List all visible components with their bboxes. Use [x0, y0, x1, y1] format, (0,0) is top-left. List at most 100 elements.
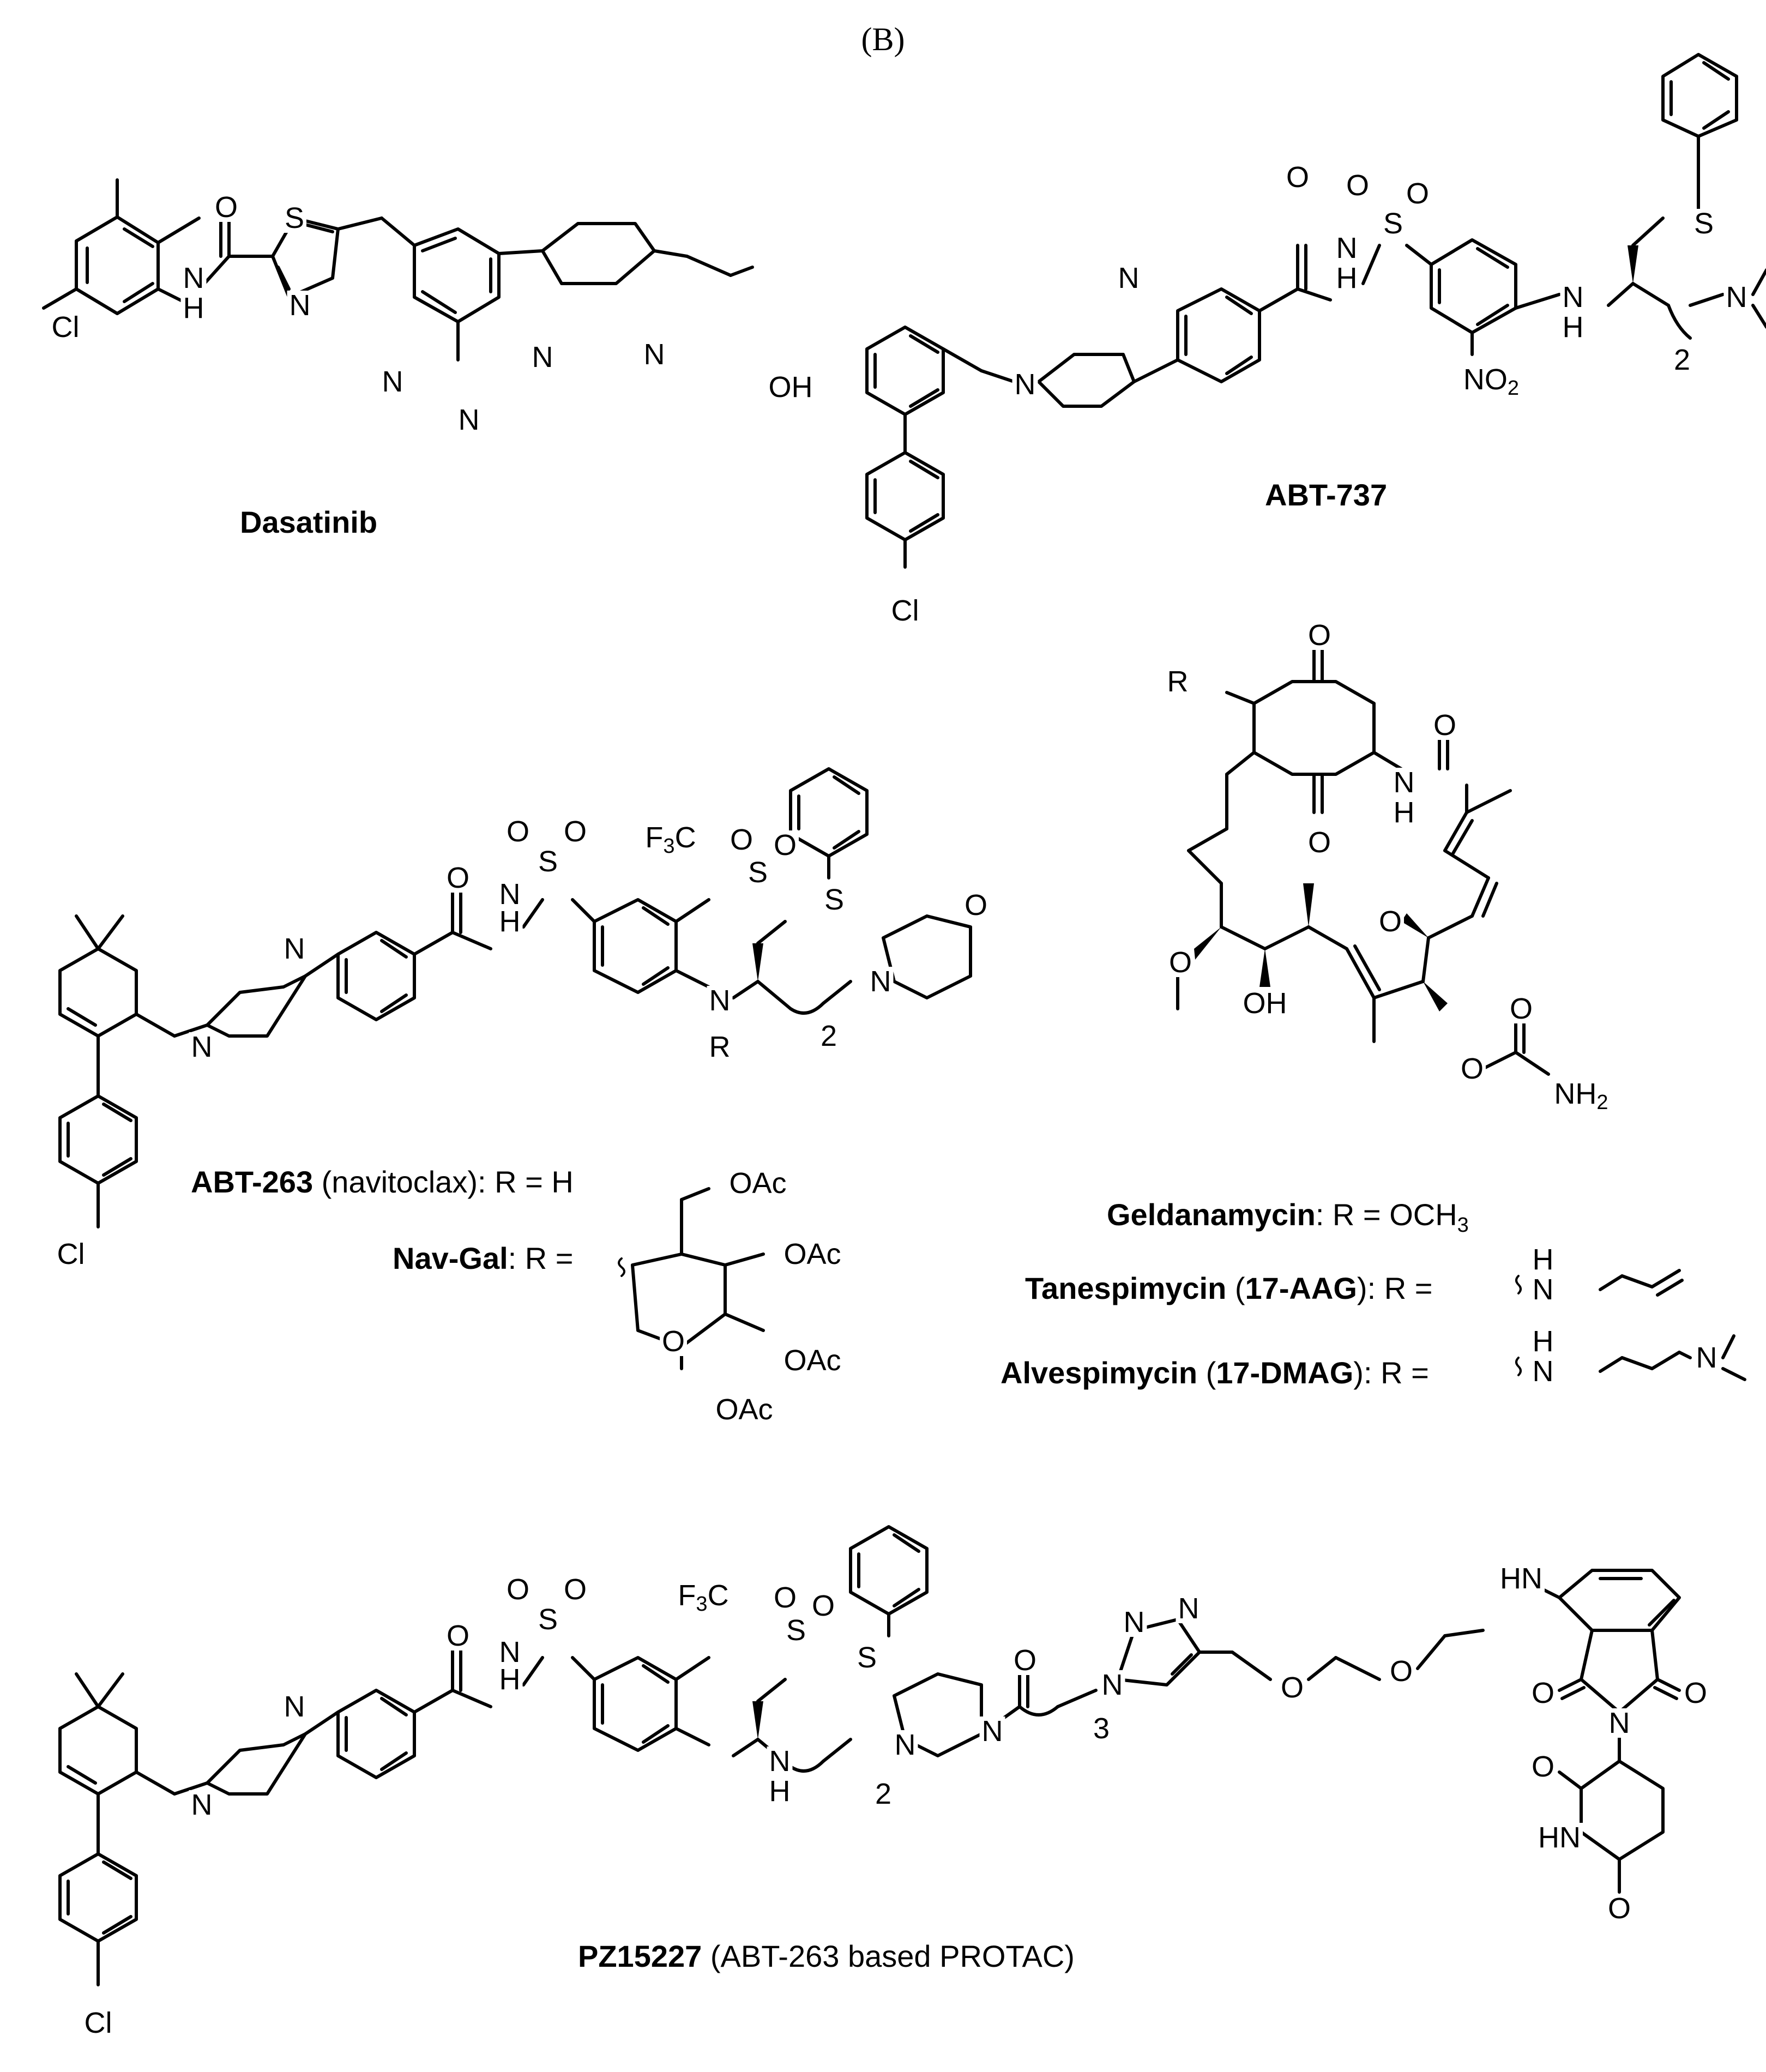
- atom-label: HN: [1498, 1564, 1545, 1593]
- abt-737-structure: [865, 53, 1766, 569]
- atom-label: N: [1012, 370, 1038, 399]
- atom-label: N: [379, 367, 406, 396]
- atom-label: S: [783, 1616, 809, 1645]
- atom-label: N: [1693, 1343, 1720, 1372]
- atom-label: N: [1530, 1275, 1556, 1304]
- atom-label: O: [1166, 948, 1195, 977]
- atom-label: N: [1176, 1594, 1202, 1623]
- caption-text: (: [1226, 1271, 1245, 1305]
- atom-label: N: [281, 934, 308, 963]
- atom-label: O: [1681, 1678, 1710, 1708]
- atom-label: O: [1305, 828, 1334, 857]
- atom-label: OAc: [727, 1168, 789, 1198]
- atom-label: N: [1530, 1357, 1556, 1386]
- atom-label: N: [189, 1790, 215, 1820]
- atom-label: O: [212, 192, 240, 222]
- abt-737-caption: ABT-737: [1265, 480, 1387, 510]
- atom-label: OAc: [781, 1346, 843, 1375]
- atom-label: O: [1431, 710, 1459, 740]
- atom-label: N: [979, 1716, 1005, 1746]
- atom-label: O: [504, 817, 532, 846]
- atom-label: H: [497, 907, 523, 936]
- atom-label: H: [1560, 312, 1586, 342]
- atom-subscript: 3: [696, 1593, 708, 1616]
- atom-text: NO: [1463, 363, 1508, 396]
- atom-label: O: [771, 1583, 799, 1612]
- atom-label: N: [892, 1730, 918, 1760]
- atom-label: O: [1011, 1646, 1039, 1675]
- abt-263-structure: [58, 767, 972, 1228]
- atom-label: S: [745, 858, 770, 887]
- abt-263-caption: ABT-263 (navitoclax): R = H: [191, 1167, 574, 1197]
- atom-subscript: 2: [872, 1779, 894, 1809]
- atom-label: O: [1283, 162, 1312, 192]
- tanespimycin-substituent: [1515, 1269, 1684, 1297]
- pz15227-caption: PZ15227 (ABT-263 based PROTAC): [578, 1941, 1075, 1972]
- nav-gal-caption: Nav-Gal: R =: [393, 1243, 573, 1274]
- caption-text: (navitoclax): R = H: [313, 1165, 574, 1199]
- geldanamycin-structure: [1176, 642, 1550, 1076]
- atom-label: N: [1560, 282, 1586, 312]
- atom-label: N: [1723, 282, 1750, 312]
- atom-label: O: [1376, 907, 1405, 936]
- atom-label: N: [287, 291, 313, 320]
- atom-subscript: 2: [818, 1021, 840, 1051]
- atom-label: N: [1391, 768, 1417, 797]
- atom-label: NH2: [1552, 1079, 1611, 1114]
- atom-label: Cl: [55, 1239, 87, 1269]
- atom-text: C: [674, 821, 696, 854]
- compound-name: ABT-737: [1265, 478, 1388, 512]
- atom-label: N: [707, 986, 733, 1015]
- dasatinib-caption: Dasatinib: [240, 507, 377, 538]
- atom-label: R: [707, 1032, 733, 1062]
- atom-label: O: [1278, 1673, 1306, 1702]
- caption-text: ): R =: [1353, 1356, 1429, 1390]
- atom-label: Cl: [49, 312, 82, 342]
- atom-label: F3C: [643, 823, 698, 857]
- atom-label: H: [1530, 1245, 1556, 1274]
- atom-label: F3C: [676, 1581, 731, 1615]
- atom-subscript: 2: [1596, 1091, 1608, 1114]
- caption-text: (: [1197, 1356, 1216, 1390]
- compound-name: Alvespimycin: [1000, 1356, 1198, 1390]
- atom-label: O: [504, 1575, 532, 1604]
- atom-label: O: [444, 863, 472, 893]
- atom-label: Cl: [82, 2008, 114, 2038]
- atom-label: O: [1403, 179, 1432, 208]
- atom-label: S: [1381, 209, 1406, 238]
- caption-subscript: 3: [1457, 1214, 1469, 1237]
- dasatinib-structure: [42, 178, 754, 362]
- caption-text: ): R =: [1357, 1271, 1433, 1305]
- atom-label: N: [1116, 263, 1142, 293]
- atom-label: N: [456, 405, 482, 435]
- atom-label: S: [282, 203, 307, 233]
- atom-label: O: [1529, 1678, 1557, 1708]
- atom-label: N: [189, 1032, 215, 1062]
- atom-label: O: [727, 825, 756, 854]
- atom-subscript: 3: [663, 835, 675, 858]
- panel-label: (B): [861, 21, 905, 57]
- tanespimycin-caption: Tanespimycin (17-AAG): R =: [1025, 1273, 1432, 1304]
- atom-label: S: [1691, 209, 1716, 238]
- atom-subscript: 3: [1090, 1714, 1112, 1743]
- atom-label: N: [1099, 1670, 1125, 1700]
- atom-label: N: [497, 1637, 523, 1667]
- compound-code: 17-AAG: [1245, 1271, 1357, 1305]
- compound-code: 17-DMAG: [1216, 1356, 1354, 1390]
- atom-text: F: [645, 821, 664, 854]
- atom-label: OAc: [781, 1239, 843, 1269]
- atom-label: O: [1507, 994, 1535, 1023]
- atom-label: O: [1387, 1657, 1415, 1686]
- atom-label: OH: [1240, 989, 1289, 1018]
- atom-label: O: [444, 1621, 472, 1651]
- atom-label: N: [1121, 1607, 1147, 1637]
- compound-name: Nav-Gal: [393, 1241, 508, 1275]
- caption-text: : R =: [508, 1241, 574, 1275]
- atom-label: O: [1458, 1054, 1486, 1083]
- nav-gal-structure: [618, 1187, 765, 1370]
- compound-name: Geldanamycin: [1107, 1197, 1316, 1232]
- alvespimycin-caption: Alvespimycin (17-DMAG): R =: [1000, 1358, 1429, 1388]
- atom-label: N: [529, 342, 556, 372]
- atom-label: N: [281, 1692, 308, 1721]
